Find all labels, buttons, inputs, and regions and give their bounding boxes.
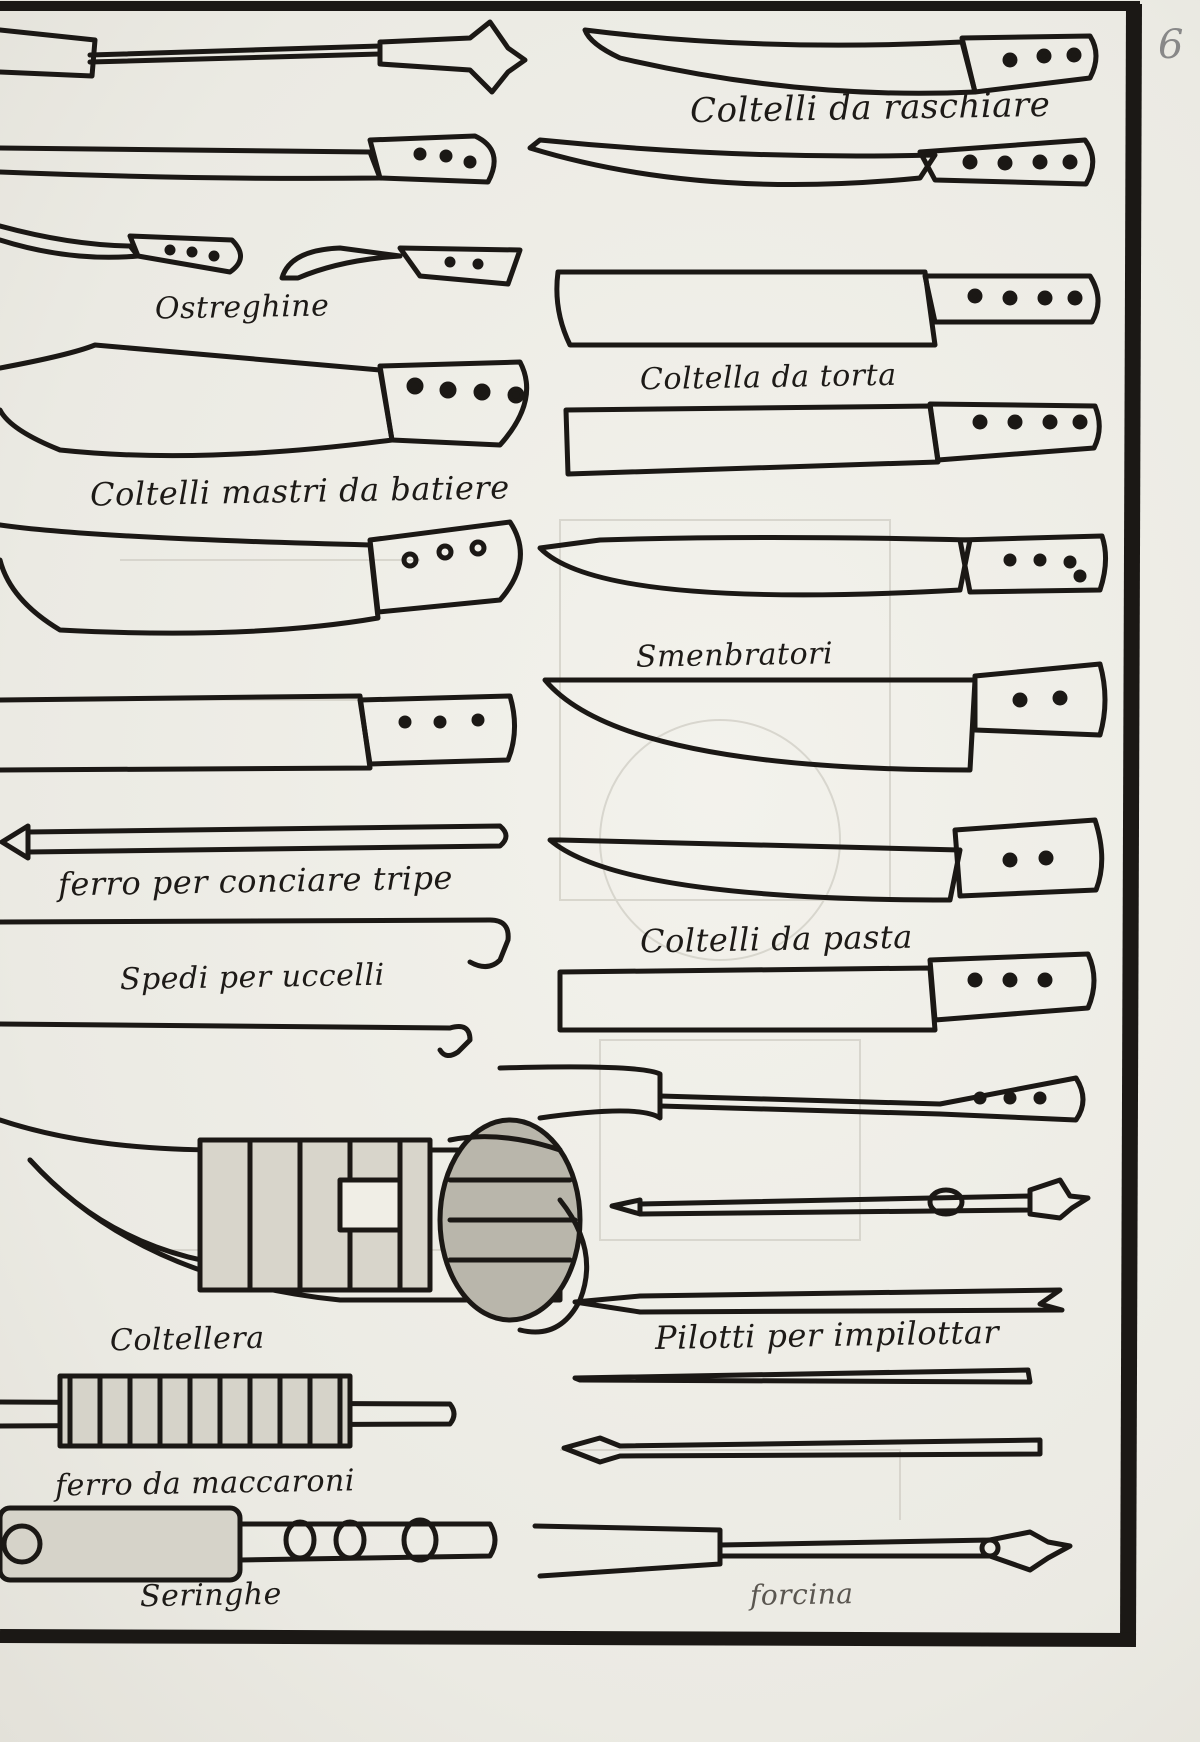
coltellera [0,1117,590,1335]
label-ostreghine: Ostreghine [154,288,330,327]
ostreghine-knives [0,223,523,287]
label-coltellera: Coltellera [109,1320,265,1359]
label-coltelli-da-pasta: Coltelli da pasta [639,917,914,961]
spedi-hooks [0,917,511,1058]
ferro-maccaroni [0,1373,457,1449]
label-smenbratori: Smenbratori [635,636,834,675]
knife-mastri-1 [0,342,530,459]
frame-border [0,1,1142,1647]
implements [0,19,1108,1583]
knife-pasta [557,951,1097,1033]
label-ferro-tripe: ferro per conciare tripe [57,858,454,904]
knife-raschiare-1 [582,27,1099,96]
label-coltelli-mastri: Coltelli mastri da batiere [89,468,510,514]
ferro-tripe [0,823,509,861]
label-spedi-per-uccelli: Spedi per uccelli [119,957,385,998]
label-forcina: forcina [749,1577,854,1612]
spit-knob [609,1177,1091,1221]
forcina [532,1523,1073,1579]
knife-raschiare-2 [527,137,1096,188]
knife-left-2 [0,133,497,185]
page-number: 6 [1158,22,1184,68]
knife-smenbratori-2 [542,661,1108,773]
label-coltelli-da-raschiare: Coltelli da raschiare [689,84,1051,132]
pilotti [561,1287,1065,1465]
knife-left-5 [0,693,518,773]
fork [497,1064,1086,1123]
label-pilotti: Pilotti per impilottar [654,1312,1000,1358]
seringhe [0,1505,498,1583]
knife-mastri-2 [0,519,523,636]
spit-top-left [0,19,528,95]
knife-torta-2 [563,401,1102,477]
label-seringhe: Seringhe [139,1576,283,1615]
knife-smenbratori-1 [537,533,1108,598]
label-ferro-maccaroni: ferro da maccaroni [54,1463,356,1504]
knife-right-row6 [547,817,1105,903]
label-coltella-da-torta: Coltella da torta [639,357,897,398]
knife-torta-1 [554,269,1101,348]
